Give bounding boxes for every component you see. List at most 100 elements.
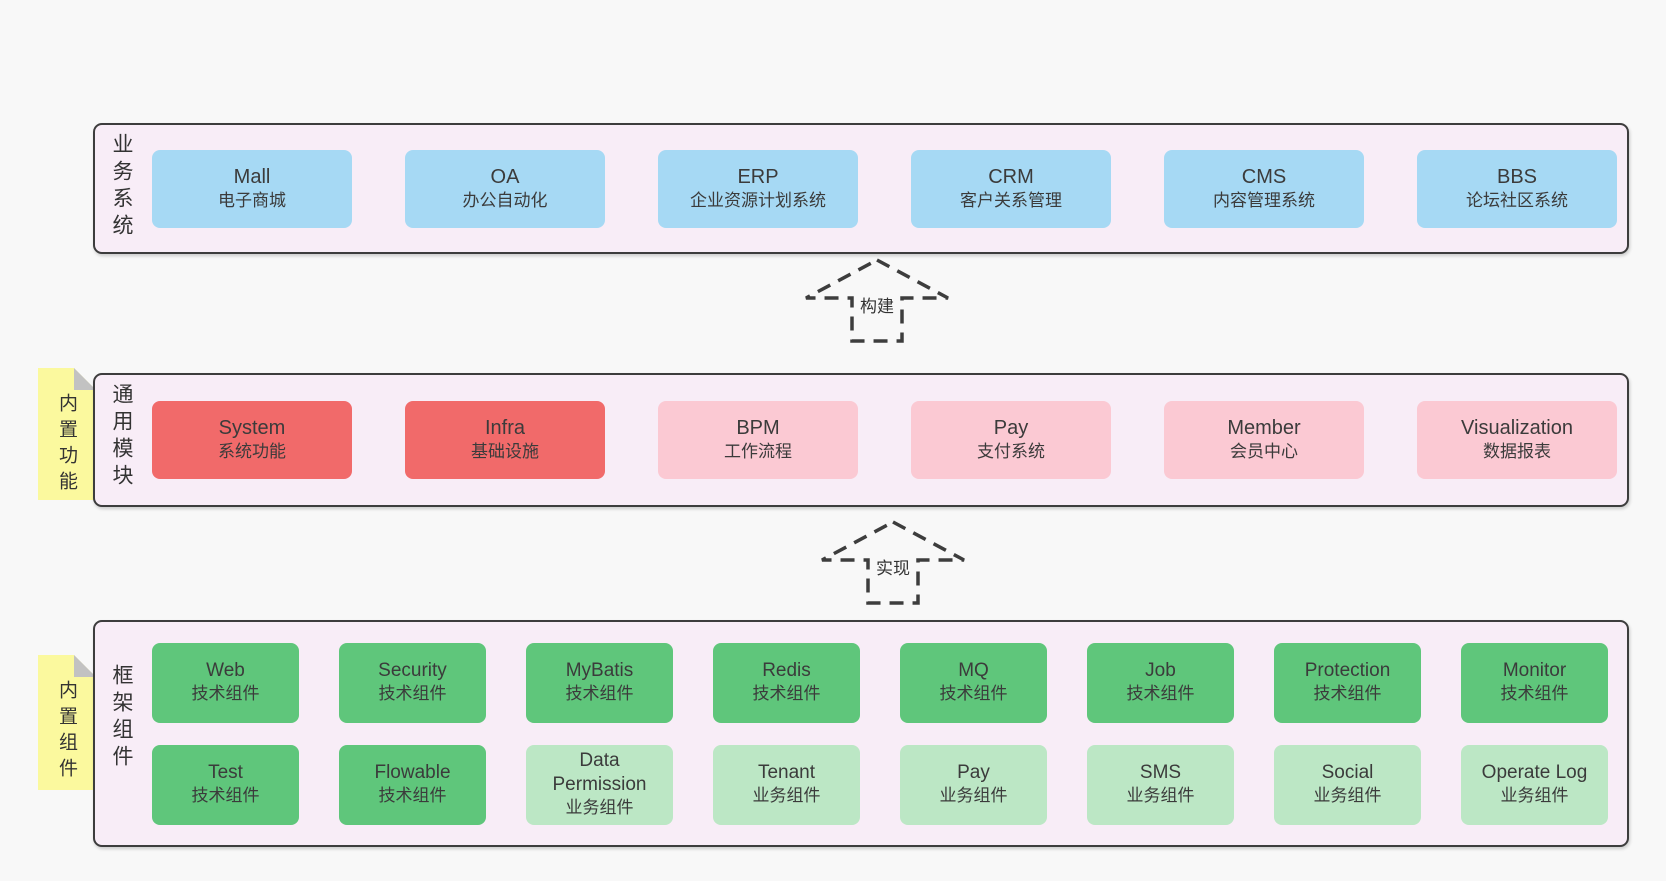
box-desc: 业务组件: [1313, 785, 1382, 805]
box-name: Data Permission: [552, 750, 647, 796]
band-label-business-systems: 业务系统: [110, 133, 133, 241]
box-desc: 业务组件: [565, 797, 634, 817]
box-desc: 支付系统: [977, 442, 1045, 462]
arrow-label-build: 构建: [856, 290, 898, 319]
box-desc: 技术组件: [1313, 683, 1382, 703]
box-name: SMS: [1139, 762, 1182, 784]
box-name: BBS: [1496, 165, 1538, 188]
box-desc: 系统功能: [218, 442, 286, 462]
box-desc: 技术组件: [191, 785, 260, 805]
box-desc: 会员中心: [1230, 442, 1298, 462]
box-name: OA: [490, 165, 520, 188]
box-desc: 技术组件: [939, 683, 1008, 703]
box-name: CRM: [988, 165, 1034, 188]
box-name: Infra: [484, 417, 526, 440]
box-desc: 技术组件: [191, 683, 260, 703]
box-name: Monitor: [1502, 660, 1567, 682]
box-desc: 工作流程: [724, 442, 792, 462]
box-desc: 业务组件: [1500, 785, 1569, 805]
box-name: Tenant: [757, 762, 816, 784]
arrow-label-implement: 实现: [872, 552, 914, 581]
box-desc: 技术组件: [378, 683, 447, 703]
dashed-up-arrow-icon: [821, 520, 965, 605]
box-name: Flowable: [374, 762, 451, 784]
box-name: Test: [208, 762, 243, 784]
box-desc: 论坛社区系统: [1466, 190, 1568, 210]
box-desc: 内容管理系统: [1213, 190, 1315, 210]
box-name: Protection: [1304, 660, 1391, 682]
box-desc: 业务组件: [939, 785, 1008, 805]
band-label-framework-components: 框架组件: [110, 664, 133, 772]
band-label-common-modules: 通用模块: [110, 383, 133, 491]
box-name: Pay: [993, 417, 1029, 440]
box-name: BPM: [736, 417, 780, 440]
box-name: Social: [1321, 762, 1374, 784]
box-desc: 技术组件: [752, 683, 821, 703]
box-desc: 基础设施: [471, 442, 539, 462]
box-name: Operate Log: [1481, 762, 1588, 784]
box-desc: 办公自动化: [462, 190, 548, 210]
box-name: Web: [206, 660, 245, 682]
box-name: ERP: [737, 165, 779, 188]
box-desc: 业务组件: [1126, 785, 1195, 805]
box-desc: 电子商城: [218, 190, 286, 210]
box-name: MyBatis: [565, 660, 634, 682]
box-desc: 技术组件: [1126, 683, 1195, 703]
box-name: Redis: [762, 660, 811, 682]
box-name: Visualization: [1461, 417, 1573, 440]
box-desc: 技术组件: [1500, 683, 1569, 703]
sticky-note-text: 内置功能: [56, 393, 77, 497]
box-desc: 业务组件: [752, 785, 821, 805]
box-name: Member: [1227, 417, 1301, 440]
sticky-note-builtin-features: 内置功能: [38, 368, 96, 500]
box-name: CMS: [1241, 165, 1287, 188]
box-name: System: [218, 417, 286, 440]
box-desc: 数据报表: [1483, 442, 1551, 462]
box-name: Security: [378, 660, 447, 682]
box-desc: 企业资源计划系统: [690, 190, 826, 210]
box-desc: 客户关系管理: [960, 190, 1062, 210]
box-desc: 技术组件: [565, 683, 634, 703]
box-name: Mall: [233, 165, 271, 188]
dashed-up-arrow-icon: [805, 258, 949, 343]
box-desc: 技术组件: [378, 785, 447, 805]
